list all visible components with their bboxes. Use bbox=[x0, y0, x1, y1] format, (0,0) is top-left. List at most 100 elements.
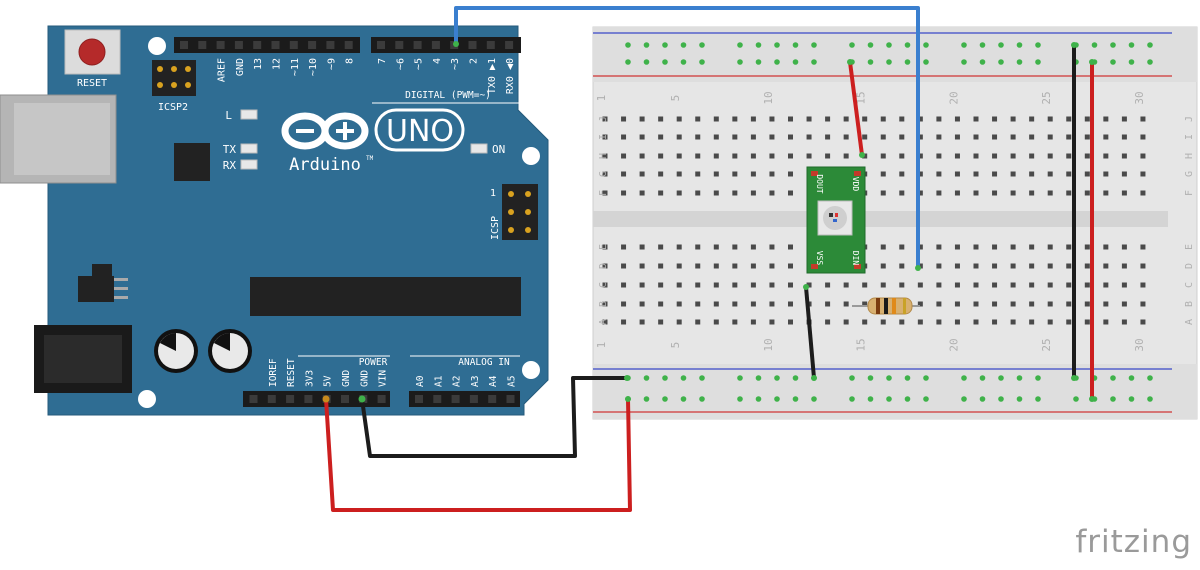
breadboard-hole[interactable] bbox=[1103, 190, 1109, 196]
breadboard-hole[interactable] bbox=[1140, 153, 1146, 159]
breadboard-hole[interactable] bbox=[769, 319, 775, 325]
breadboard-hole[interactable] bbox=[806, 134, 812, 140]
breadboard-hole[interactable] bbox=[658, 301, 664, 307]
breadboard-hole[interactable] bbox=[936, 171, 942, 177]
rail-hole[interactable] bbox=[904, 42, 911, 48]
rail-hole[interactable] bbox=[755, 396, 762, 402]
breadboard-hole[interactable] bbox=[750, 244, 756, 250]
breadboard-hole[interactable] bbox=[1121, 301, 1127, 307]
rail-hole[interactable] bbox=[1073, 396, 1079, 402]
breadboard-hole[interactable] bbox=[788, 116, 793, 122]
breadboard-hole[interactable] bbox=[1121, 190, 1127, 196]
rail-hole[interactable] bbox=[1016, 42, 1023, 48]
breadboard-hole[interactable] bbox=[899, 319, 905, 325]
rail-hole[interactable] bbox=[979, 59, 986, 65]
breadboard-hole[interactable] bbox=[917, 116, 923, 122]
rail-hole[interactable] bbox=[774, 59, 780, 65]
rail-hole[interactable] bbox=[961, 375, 967, 381]
breadboard-hole[interactable] bbox=[750, 301, 756, 307]
rail-hole[interactable] bbox=[699, 42, 705, 48]
breadboard-hole[interactable] bbox=[899, 134, 905, 140]
rail-hole[interactable] bbox=[923, 59, 929, 65]
breadboard-hole[interactable] bbox=[1121, 244, 1127, 250]
breadboard-hole[interactable] bbox=[769, 244, 775, 250]
breadboard-hole[interactable] bbox=[732, 301, 738, 307]
breadboard-hole[interactable] bbox=[825, 282, 831, 288]
breadboard-hole[interactable] bbox=[825, 116, 831, 122]
breadboard-hole[interactable] bbox=[1010, 282, 1016, 288]
breadboard-hole[interactable] bbox=[1029, 190, 1035, 196]
rail-hole[interactable] bbox=[961, 396, 967, 402]
breadboard-hole[interactable] bbox=[1140, 134, 1146, 140]
rail-hole[interactable] bbox=[849, 42, 855, 48]
breadboard-hole[interactable] bbox=[639, 282, 645, 288]
rail-hole[interactable] bbox=[680, 396, 687, 402]
breadboard-hole[interactable] bbox=[825, 319, 831, 325]
breadboard-hole[interactable] bbox=[658, 116, 664, 122]
breadboard-hole[interactable] bbox=[806, 116, 812, 122]
breadboard-hole[interactable] bbox=[843, 153, 849, 159]
breadboard-hole[interactable] bbox=[602, 153, 608, 159]
rail-hole[interactable] bbox=[680, 375, 687, 381]
breadboard-hole[interactable] bbox=[992, 153, 998, 159]
rail-hole[interactable] bbox=[998, 42, 1004, 48]
rail-hole[interactable] bbox=[792, 59, 799, 65]
breadboard-hole[interactable] bbox=[713, 301, 719, 307]
rail-hole[interactable] bbox=[699, 375, 705, 381]
breadboard-hole[interactable] bbox=[954, 282, 960, 288]
rail-hole[interactable] bbox=[1035, 42, 1041, 48]
header-pin[interactable] bbox=[289, 41, 298, 49]
breadboard-hole[interactable] bbox=[973, 282, 979, 288]
breadboard-hole[interactable] bbox=[1140, 171, 1146, 177]
rail-hole[interactable] bbox=[662, 396, 668, 402]
breadboard-hole[interactable] bbox=[713, 244, 719, 250]
breadboard-hole[interactable] bbox=[1047, 116, 1053, 122]
rail-hole[interactable] bbox=[1147, 396, 1153, 402]
rail-hole[interactable] bbox=[662, 59, 668, 65]
breadboard-hole[interactable] bbox=[676, 319, 682, 325]
breadboard-hole[interactable] bbox=[658, 244, 664, 250]
rail-hole[interactable] bbox=[998, 396, 1004, 402]
breadboard-hole[interactable] bbox=[899, 171, 905, 177]
breadboard-hole[interactable] bbox=[917, 301, 923, 307]
breadboard-hole[interactable] bbox=[732, 263, 738, 269]
rail-hole[interactable] bbox=[774, 375, 780, 381]
breadboard-hole[interactable] bbox=[621, 244, 627, 250]
breadboard-hole[interactable] bbox=[695, 171, 701, 177]
breadboard-hole[interactable] bbox=[954, 134, 960, 140]
breadboard-hole[interactable] bbox=[695, 190, 701, 196]
breadboard-hole[interactable] bbox=[1047, 282, 1053, 288]
header-pin[interactable] bbox=[488, 395, 497, 403]
breadboard-hole[interactable] bbox=[1103, 319, 1109, 325]
breadboard-hole[interactable] bbox=[992, 301, 998, 307]
breadboard-hole[interactable] bbox=[621, 319, 627, 325]
breadboard-hole[interactable] bbox=[1103, 171, 1109, 177]
breadboard-hole[interactable] bbox=[1066, 116, 1072, 122]
breadboard-hole[interactable] bbox=[1047, 134, 1053, 140]
rail-hole[interactable] bbox=[998, 59, 1004, 65]
breadboard-hole[interactable] bbox=[1066, 263, 1072, 269]
breadboard-hole[interactable] bbox=[1029, 263, 1035, 269]
rail-hole[interactable] bbox=[755, 42, 762, 48]
breadboard-hole[interactable] bbox=[1121, 319, 1127, 325]
breadboard-hole[interactable] bbox=[769, 263, 775, 269]
breadboard-hole[interactable] bbox=[769, 301, 775, 307]
breadboard-hole[interactable] bbox=[862, 301, 868, 307]
breadboard-hole[interactable] bbox=[917, 190, 923, 196]
breadboard-hole[interactable] bbox=[917, 263, 923, 269]
breadboard-hole[interactable] bbox=[899, 263, 905, 269]
breadboard-hole[interactable] bbox=[899, 153, 905, 159]
breadboard-hole[interactable] bbox=[1029, 301, 1035, 307]
breadboard-hole[interactable] bbox=[973, 263, 979, 269]
breadboard-hole[interactable] bbox=[936, 153, 942, 159]
breadboard-hole[interactable] bbox=[1084, 171, 1090, 177]
breadboard-hole[interactable] bbox=[936, 263, 942, 269]
breadboard-hole[interactable] bbox=[713, 282, 719, 288]
breadboard-hole[interactable] bbox=[954, 171, 960, 177]
breadboard-hole[interactable] bbox=[954, 116, 960, 122]
breadboard-hole[interactable] bbox=[1010, 301, 1016, 307]
rail-hole[interactable] bbox=[811, 59, 817, 65]
header-pin[interactable] bbox=[506, 395, 515, 403]
breadboard-hole[interactable] bbox=[732, 244, 738, 250]
breadboard-hole[interactable] bbox=[1103, 116, 1109, 122]
